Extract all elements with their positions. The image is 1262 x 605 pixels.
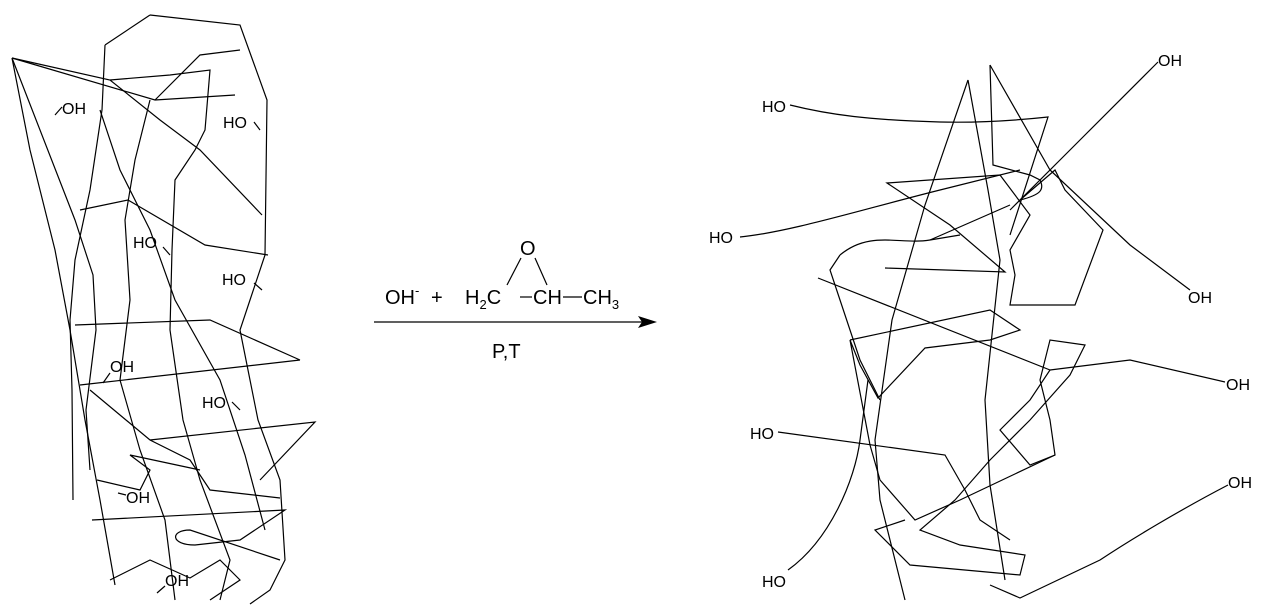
reactant-hydroxyl-group: HO bbox=[202, 395, 241, 412]
product-polymer: HO OH HO OH OH HO OH HO bbox=[709, 53, 1252, 601]
catalyst-label: OH- bbox=[385, 283, 419, 309]
reactant-hydroxyl-label: OH bbox=[110, 359, 134, 376]
product-chain bbox=[874, 79, 969, 601]
reactant-hydroxyl-group: OH bbox=[102, 359, 134, 384]
product-chain bbox=[829, 254, 881, 401]
product-arm bbox=[989, 484, 1229, 599]
reactant-chain bbox=[74, 319, 301, 386]
reactant-hydroxyl-group: HO bbox=[133, 235, 171, 256]
product-chain bbox=[849, 309, 1056, 521]
product-arm bbox=[739, 169, 1021, 238]
reactant-chain bbox=[69, 14, 151, 501]
reactant-hydroxyl-label: OH bbox=[62, 101, 86, 118]
product-hydroxyl-label: OH bbox=[1228, 475, 1252, 492]
product-arm bbox=[777, 431, 1011, 541]
reactant-chain bbox=[119, 99, 176, 601]
product-hydroxyl-label: HO bbox=[709, 230, 733, 247]
reactant-chain bbox=[11, 57, 263, 586]
reactant-hydroxyl-group: OH bbox=[117, 490, 150, 507]
product-hydroxyl-label: HO bbox=[762, 99, 786, 116]
product-hydroxyl-label: HO bbox=[750, 426, 774, 443]
product-hydroxyl-label: OH bbox=[1158, 53, 1182, 70]
product-hydroxyl-label: OH bbox=[1188, 290, 1212, 307]
reactant-hydroxyl-group: OH bbox=[54, 101, 86, 118]
reactant-polymer: OH HO HO HO OH HO OH OH bbox=[11, 14, 317, 605]
ch3-group: CH3 bbox=[583, 287, 619, 312]
reaction-arrow-head bbox=[638, 316, 657, 328]
reactant-hydroxyl-label: OH bbox=[126, 490, 150, 507]
product-chain bbox=[884, 64, 1104, 306]
product-arm bbox=[989, 64, 1191, 291]
product-arm bbox=[1009, 61, 1159, 211]
reactant-chain bbox=[91, 509, 288, 561]
reactant-chain bbox=[149, 14, 286, 605]
reactant-chain bbox=[99, 109, 266, 531]
product-chain bbox=[839, 234, 961, 256]
product-chain bbox=[929, 204, 1011, 241]
product-arm bbox=[787, 379, 869, 571]
reactant-chain bbox=[109, 49, 241, 601]
reaction-arrow-group: OH- + O H2C CH CH3 P,T bbox=[374, 238, 657, 363]
product-hydroxyl-label: OH bbox=[1226, 377, 1250, 394]
epoxide-bond bbox=[534, 257, 548, 286]
product-arm bbox=[1049, 359, 1226, 383]
ch2-group: H2C bbox=[465, 287, 501, 312]
product-chain bbox=[967, 79, 1006, 581]
reactant-hydroxyl-group: HO bbox=[222, 272, 263, 291]
reactant-hydroxyl-group: OH bbox=[156, 573, 189, 594]
reactant-hydroxyl-label: HO bbox=[202, 395, 226, 412]
ch-group: CH bbox=[533, 287, 562, 309]
product-hydroxyl-label: HO bbox=[762, 574, 786, 591]
epoxide-bond bbox=[506, 257, 522, 286]
reactant-chain bbox=[96, 454, 201, 491]
reactant-hydroxyl-label: HO bbox=[222, 272, 246, 289]
reactant-hydroxyl-label: HO bbox=[133, 235, 157, 252]
product-chain bbox=[817, 277, 1086, 576]
reactant-chain bbox=[79, 199, 269, 256]
reactant-chain bbox=[89, 389, 281, 499]
reactant-hydroxyl-label: OH bbox=[165, 573, 189, 590]
reactant-chain bbox=[149, 421, 317, 481]
reactant-hydroxyl-group: HO bbox=[223, 115, 261, 132]
plus-sign: + bbox=[431, 287, 443, 309]
reactant-chain bbox=[109, 559, 241, 601]
propylene-oxide: O H2C CH CH3 bbox=[465, 238, 619, 312]
epoxide-oxygen: O bbox=[520, 238, 536, 260]
product-arm bbox=[789, 104, 1049, 236]
reactant-hydroxyl-label: HO bbox=[223, 115, 247, 132]
reaction-conditions: P,T bbox=[492, 341, 521, 363]
